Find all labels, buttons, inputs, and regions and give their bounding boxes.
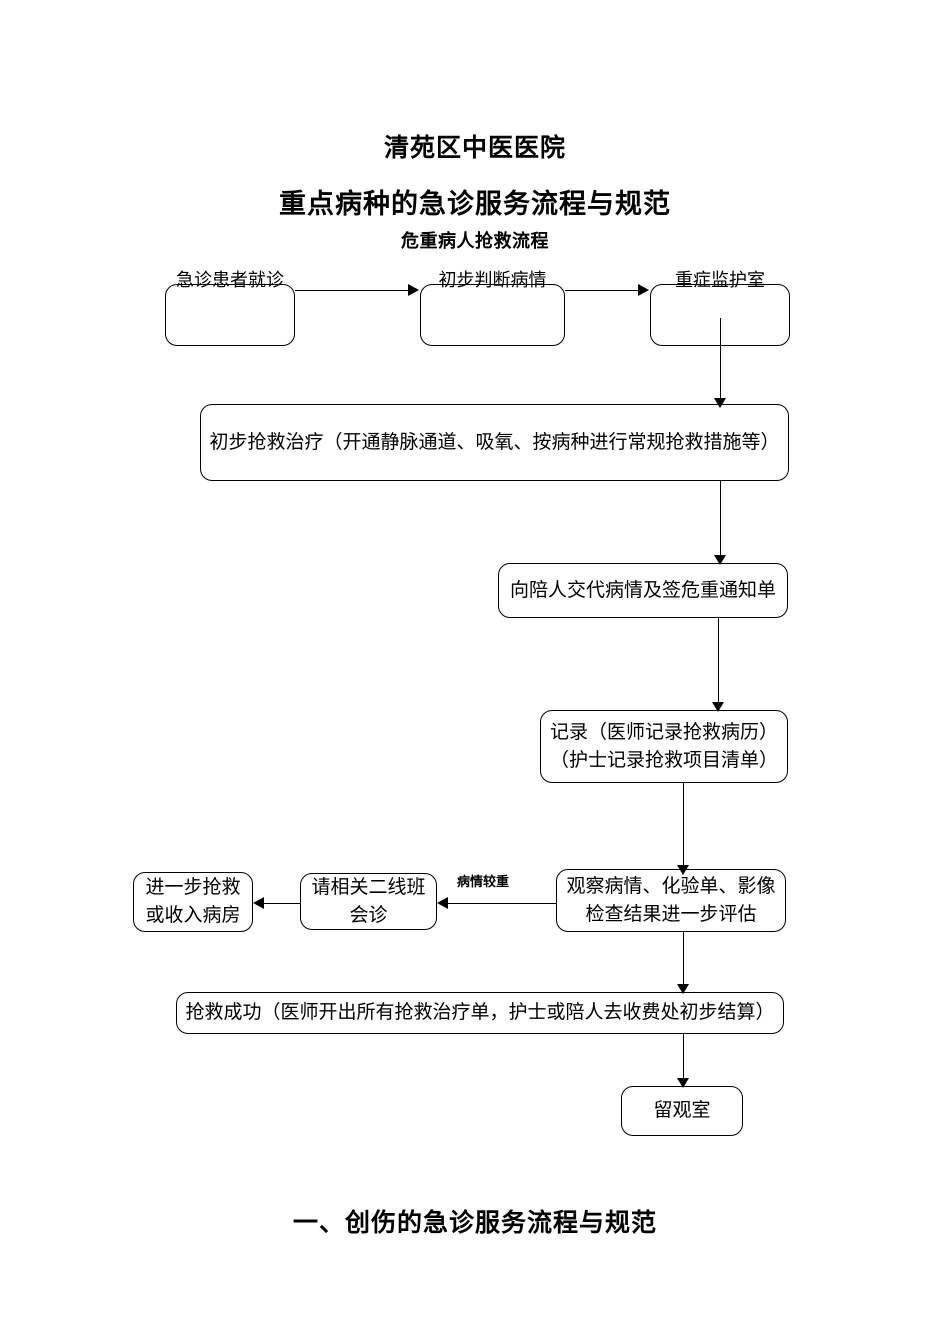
connector-icu-to-initial-treatment	[720, 318, 721, 402]
flow-node-label: 向陪人交代病情及签危重通知单	[509, 578, 776, 601]
flow-node-inform-family: 向陪人交代病情及签危重通知单	[498, 563, 788, 618]
flow-node-label: 请相关二线班 会诊	[311, 875, 426, 926]
connector-evaluation-to-success	[683, 932, 684, 992]
flow-node-observation-room: 留观室	[621, 1086, 743, 1136]
connector-visit-to-assessment	[295, 290, 408, 291]
flow-node-label: 初步抢救治疗（开通静脉通道、吸氧、按病种进行常规抢救措施等）	[209, 430, 780, 453]
arrow-head-icon	[677, 865, 689, 875]
flow-node-label: 进一步抢救 或收入病房	[145, 876, 241, 926]
flow-node-label: 初步判断病情	[438, 270, 547, 291]
flow-node-evaluation: 观察病情、化验单、影像 检查结果进一步评估	[556, 869, 786, 932]
flow-node-documentation: 记录（医师记录抢救病历） （护士记录抢救项目清单）	[540, 710, 788, 783]
arrow-head-icon	[408, 284, 419, 296]
arrow-head-icon	[638, 284, 649, 296]
flow-node-emergency-visit: 急诊患者就诊	[165, 270, 295, 346]
arrow-head-icon	[253, 897, 264, 909]
document-subtitle: 危重病人抢救流程	[401, 231, 549, 252]
connector-evaluation-to-consult	[448, 903, 556, 904]
flow-node-label: 抢救成功（医师开出所有抢救治疗单，护士或陪人去收费处初步结算）	[185, 1001, 775, 1024]
edge-label-severe-condition: 病情较重	[457, 875, 510, 890]
flow-node-further-rescue-or-admit: 进一步抢救 或收入病房	[133, 872, 253, 932]
arrow-head-icon	[714, 398, 726, 408]
flow-node-label: 观察病情、化验单、影像 检查结果进一步评估	[566, 874, 776, 925]
flow-node-label: 重症监护室	[675, 270, 765, 291]
flow-node-rescue-success: 抢救成功（医师开出所有抢救治疗单，护士或陪人去收费处初步结算）	[176, 992, 784, 1034]
connector-notification-to-record	[718, 618, 719, 710]
flow-node-label: 留观室	[653, 1099, 711, 1122]
flow-node-label: 记录（医师记录抢救病历） （护士记录抢救项目清单）	[549, 720, 778, 771]
flow-node-second-line-consult: 请相关二线班 会诊	[300, 873, 437, 930]
hospital-name-heading: 清苑区中医医院	[383, 133, 566, 162]
connector-consult-to-further-rescue	[264, 903, 300, 904]
connector-treatment-to-notification	[720, 481, 721, 563]
flow-node-label: 急诊患者就诊	[176, 270, 284, 291]
arrow-head-icon	[714, 555, 726, 565]
arrow-head-icon	[437, 897, 448, 909]
connector-assessment-to-icu	[565, 290, 638, 291]
connector-record-to-evaluation	[683, 783, 684, 873]
flow-node-initial-assessment: 初步判断病情	[420, 270, 565, 346]
document-main-title: 重点病种的急诊服务流程与规范	[279, 189, 671, 220]
arrow-head-icon	[677, 984, 689, 994]
next-section-heading: 一、创伤的急诊服务流程与规范	[292, 1208, 657, 1237]
arrow-head-icon	[712, 702, 724, 712]
flow-node-initial-treatment: 初步抢救治疗（开通静脉通道、吸氧、按病种进行常规抢救措施等）	[200, 404, 789, 481]
arrow-head-icon	[677, 1078, 689, 1088]
connector-success-to-observation	[683, 1034, 684, 1086]
